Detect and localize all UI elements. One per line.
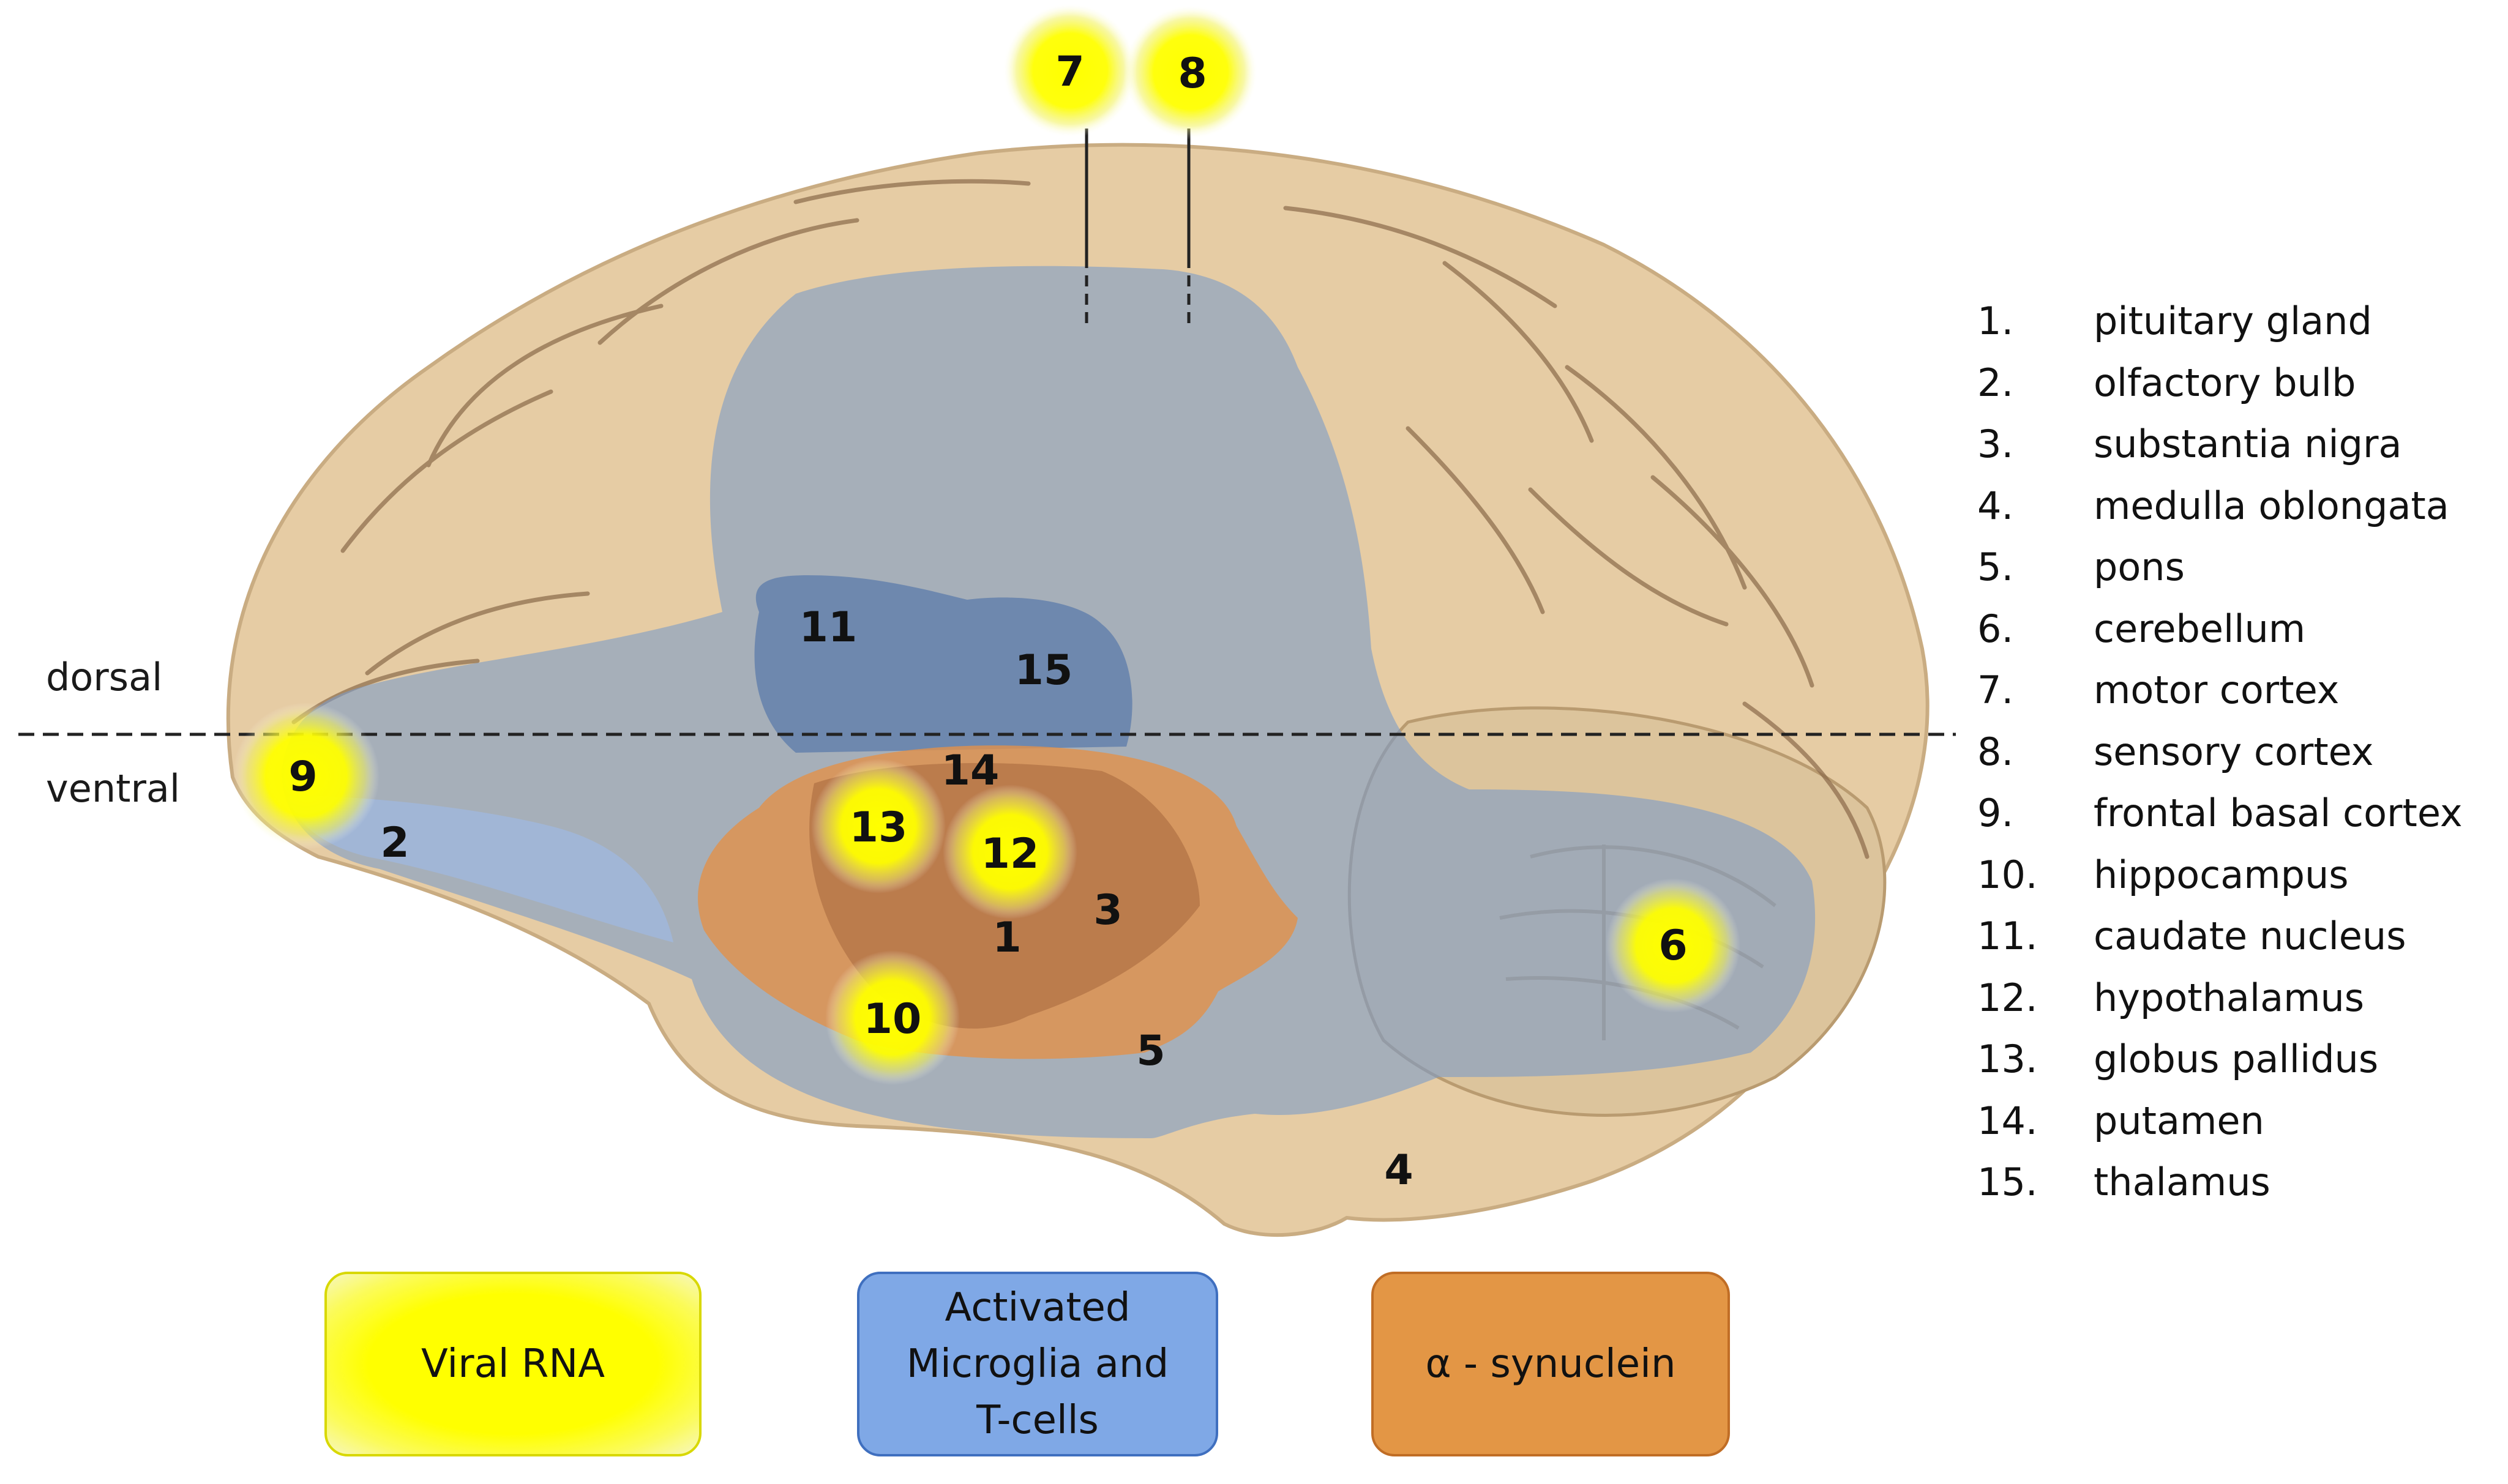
marker-5: 5 <box>1136 1027 1165 1075</box>
legend-region-name: caudate nucleus <box>2094 914 2406 958</box>
marker-7: 7 <box>1055 48 1084 96</box>
marker-14: 14 <box>941 747 1000 795</box>
viral-glow-7 <box>1003 3 1137 138</box>
marker-10: 10 <box>864 995 922 1043</box>
marker-3: 3 <box>1093 886 1122 934</box>
legend-number: 14. <box>1977 1098 2038 1143</box>
legend-region-name: globus pallidus <box>2094 1037 2379 1081</box>
legend-region-name: frontal basal cortex <box>2094 791 2463 835</box>
legend-region-name: thalamus <box>2094 1160 2270 1204</box>
legend-region-name: substantia nigra <box>2094 422 2402 466</box>
region-markers: 1 2 3 4 5 6 7 8 9 10 11 12 13 14 15 <box>288 48 1687 1195</box>
legend-number: 13. <box>1977 1037 2038 1081</box>
legend-number: 12. <box>1977 975 2038 1020</box>
marker-11: 11 <box>799 603 858 652</box>
legend-region-name: olfactory bulb <box>2094 360 2356 405</box>
legend-region-name: sensory cortex <box>2094 729 2374 774</box>
viral-glow-6 <box>1606 878 1740 1013</box>
legend-region-name: medulla oblongata <box>2094 483 2449 528</box>
marker-1: 1 <box>992 914 1021 962</box>
legend-number: 4. <box>1977 483 2014 528</box>
ventral-label: ventral <box>46 766 180 811</box>
dorsal-label: dorsal <box>46 655 162 699</box>
marker-9: 9 <box>288 753 317 801</box>
legend-region-name: motor cortex <box>2094 668 2340 712</box>
key-alpha-synuclein: α - synuclein <box>1371 1272 1730 1456</box>
legend-number: 1. <box>1977 299 2014 343</box>
legend-region-name: pons <box>2094 545 2185 589</box>
legend-region-name: cerebellum <box>2094 606 2306 651</box>
legend-number: 11. <box>1977 914 2038 958</box>
marker-4: 4 <box>1384 1146 1413 1195</box>
key-microglia-label: Activated Microglia and T-cells <box>906 1285 1169 1443</box>
caudate-thalamus-region <box>754 575 1132 753</box>
key-viral-rna: Viral RNA <box>324 1272 702 1456</box>
key-viral-rna-label: Viral RNA <box>421 1341 605 1387</box>
legend-number: 15. <box>1977 1160 2038 1204</box>
legend-number: 6. <box>1977 606 2014 651</box>
viral-glow-9 <box>233 703 380 849</box>
viral-glow-10 <box>825 950 960 1085</box>
viral-rna-spots <box>233 3 1740 1085</box>
legend-region-name: pituitary gland <box>2094 299 2372 343</box>
cortex-pointer-lines <box>1085 129 1191 324</box>
legend-number: 3. <box>1977 422 2014 466</box>
viral-glow-13 <box>811 759 946 893</box>
viral-glow-8 <box>1123 5 1258 140</box>
legend-number: 2. <box>1977 360 2014 405</box>
key-synuclein-label: α - synuclein <box>1425 1341 1676 1387</box>
marker-2: 2 <box>380 819 409 867</box>
marker-8: 8 <box>1178 50 1207 98</box>
marker-15: 15 <box>1015 646 1073 695</box>
viral-glow-12 <box>943 785 1077 919</box>
key-microglia-tcells: Activated Microglia and T-cells <box>857 1272 1218 1456</box>
legend-number: 8. <box>1977 729 2014 774</box>
marker-13: 13 <box>850 804 908 852</box>
microglia-region-olfactory <box>288 796 673 942</box>
marker-6: 6 <box>1658 922 1687 970</box>
legend-number: 9. <box>1977 791 2014 835</box>
legend-number: 5. <box>1977 545 2014 589</box>
legend-region-name: hypothalamus <box>2094 975 2365 1020</box>
legend-number: 10. <box>1977 852 2038 897</box>
marker-12: 12 <box>981 830 1039 878</box>
legend-region-name: hippocampus <box>2094 852 2349 897</box>
legend-number: 7. <box>1977 668 2014 712</box>
legend-region-name: putamen <box>2094 1098 2264 1143</box>
